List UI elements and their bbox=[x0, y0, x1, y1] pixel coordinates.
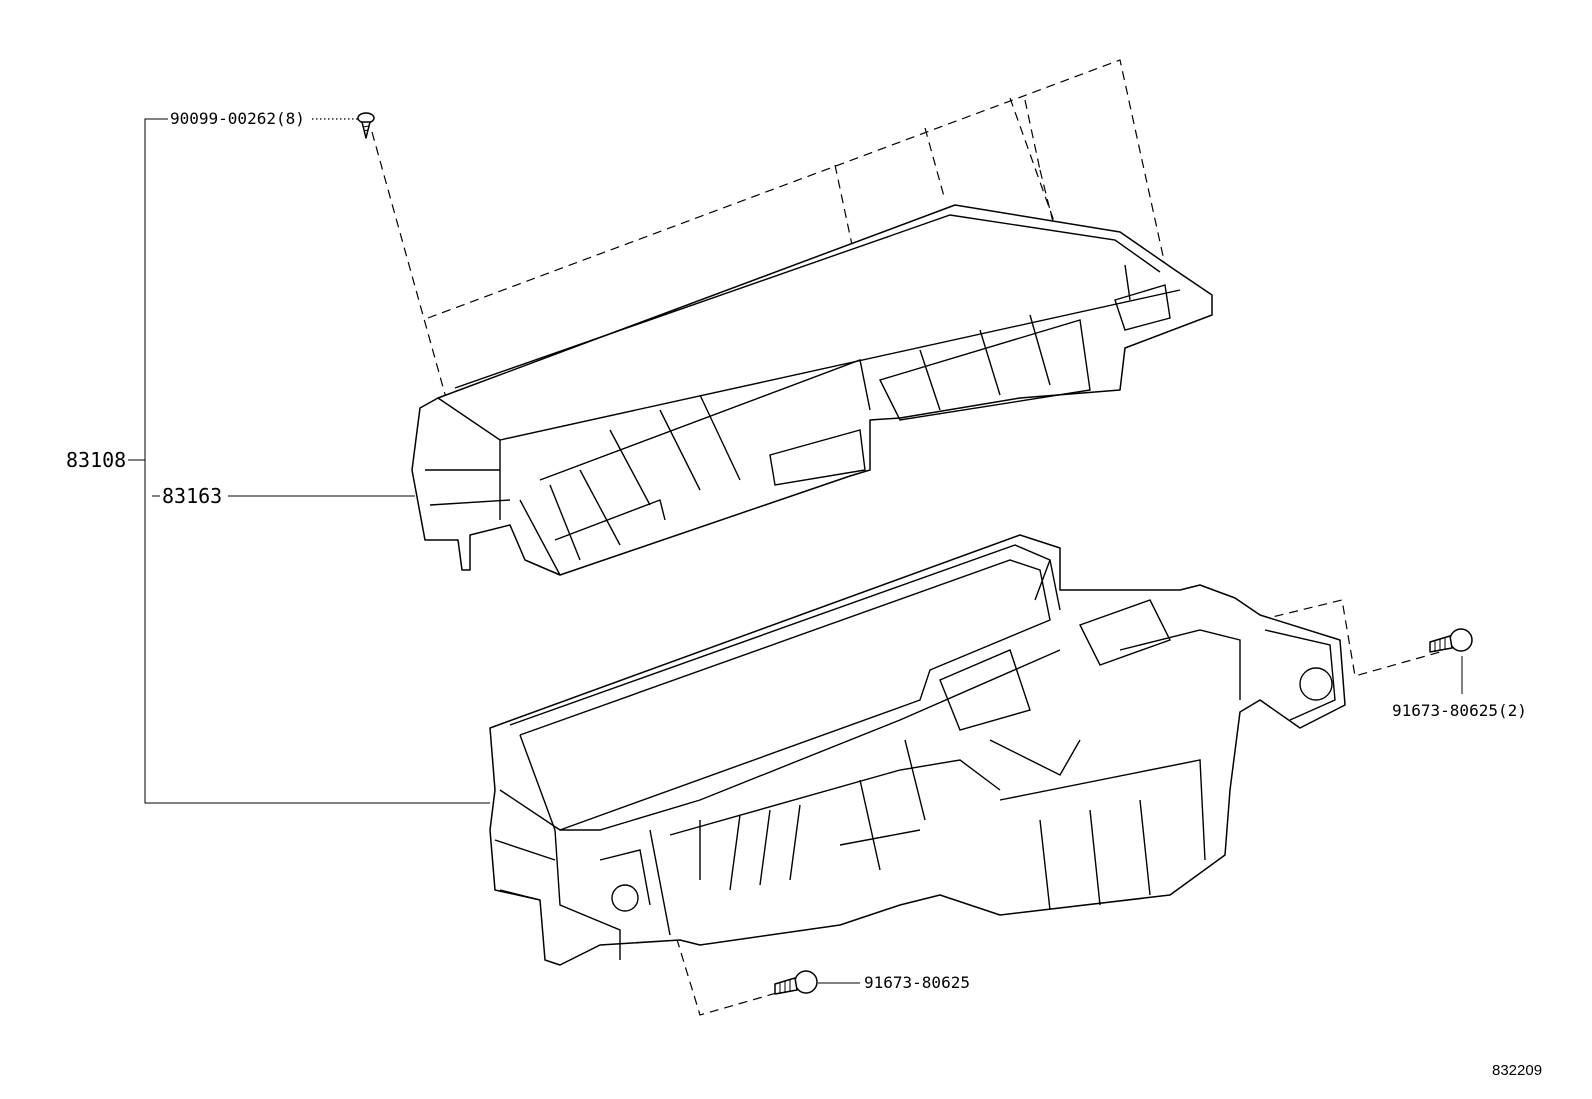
bolt-icon bbox=[774, 970, 818, 995]
label-assembly: 83108 bbox=[66, 448, 126, 472]
figure-id: 832209 bbox=[1492, 1062, 1542, 1079]
bolt-icon bbox=[1429, 628, 1473, 653]
label-upper-case: 83163 bbox=[162, 484, 222, 508]
leader-lines bbox=[128, 118, 1463, 984]
label-bolt-right: 91673-80625(2) bbox=[1392, 701, 1527, 720]
upper-case-part bbox=[411, 204, 1213, 576]
label-screw: 90099-00262(8) bbox=[170, 109, 305, 128]
lower-case-part bbox=[489, 534, 1346, 966]
screw-icon bbox=[357, 112, 375, 139]
label-bolt-bottom: 91673-80625 bbox=[864, 973, 970, 992]
